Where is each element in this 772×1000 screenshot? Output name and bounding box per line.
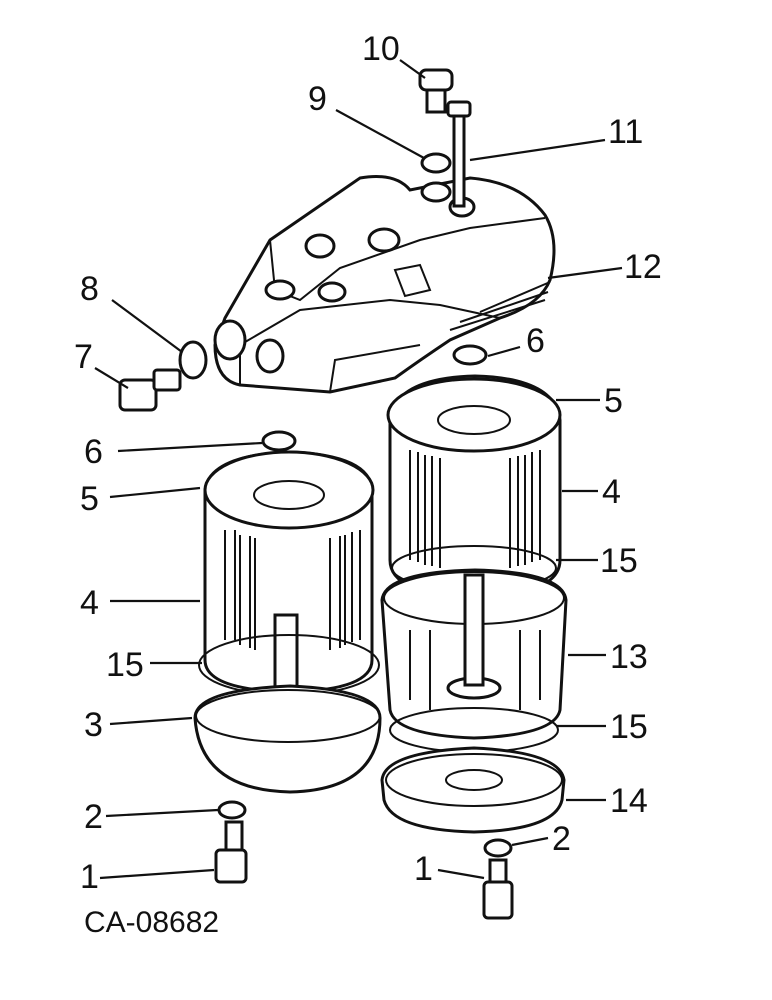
callout-14: 14 [610, 782, 648, 820]
callout-5-left: 5 [80, 480, 99, 518]
callout-6-right: 6 [526, 322, 545, 360]
callout-6-left: 6 [84, 433, 103, 471]
callout-2-left: 2 [84, 798, 103, 836]
callout-2-right: 2 [552, 820, 571, 858]
callout-9: 9 [308, 80, 327, 118]
callout-15-left: 15 [106, 646, 144, 684]
figure-code: CA-08682 [84, 906, 219, 939]
callout-3: 3 [84, 706, 103, 744]
bleed-screw [446, 100, 472, 208]
callout-10: 10 [362, 30, 400, 68]
callout-15-lower-right: 15 [610, 708, 648, 746]
right-filter-assembly [380, 344, 568, 920]
callout-7: 7 [74, 338, 93, 376]
callout-1-left: 1 [80, 858, 99, 896]
plug [418, 68, 454, 114]
callouts: 10 9 11 12 8 7 6 5 6 5 4 4 15 15 13 3 15… [74, 30, 662, 896]
callout-12: 12 [624, 248, 662, 286]
banjo-bolt [118, 368, 182, 412]
callout-4-left: 4 [80, 584, 99, 622]
callout-4-right: 4 [602, 473, 621, 511]
filter-head-housing [213, 175, 556, 394]
leader-lines [94, 59, 623, 880]
callout-11: 11 [608, 113, 643, 151]
callout-5-right: 5 [604, 382, 623, 420]
callout-8: 8 [80, 270, 99, 308]
callout-1-right: 1 [414, 850, 433, 888]
callout-15-upper-right: 15 [600, 542, 638, 580]
left-filter-assembly [193, 430, 382, 884]
sealing-washer [178, 340, 208, 380]
callout-13: 13 [610, 638, 648, 676]
washer-top [420, 152, 452, 174]
